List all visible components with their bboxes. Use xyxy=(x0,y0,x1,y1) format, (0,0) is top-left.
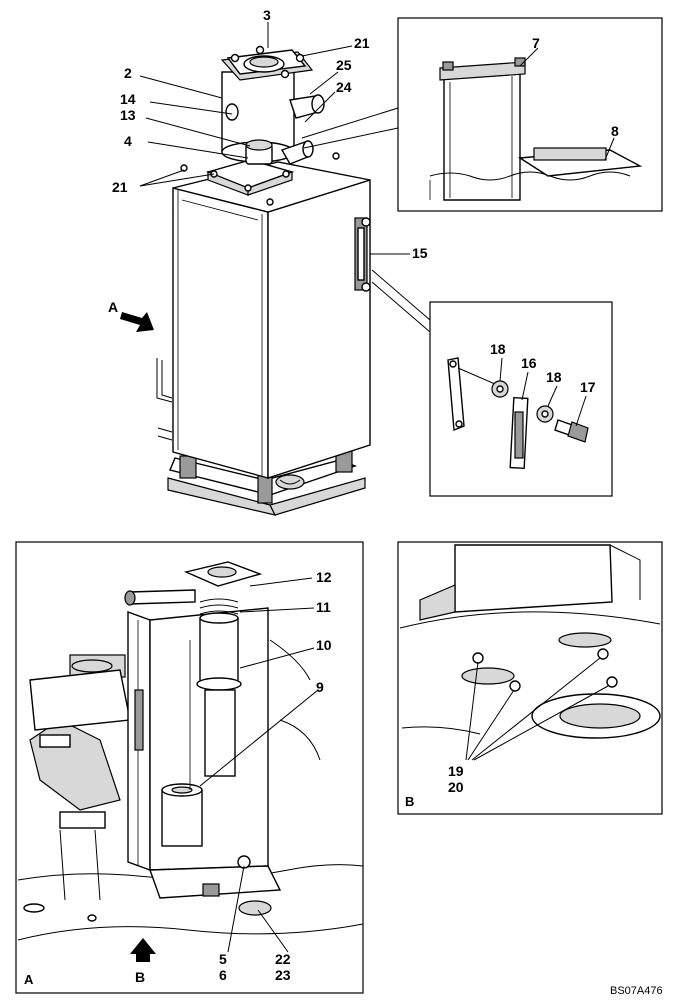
tank-body xyxy=(156,161,371,479)
callout-4: 4 xyxy=(124,133,132,149)
detail-gauge-parts xyxy=(371,269,613,497)
callout-labels: 3 21 2 25 24 14 13 4 21 7 8 15 18 16 18 … xyxy=(24,7,663,997)
view-b-label: B xyxy=(135,969,145,985)
callout-3: 3 xyxy=(263,7,271,23)
callout-21-top: 21 xyxy=(354,35,370,51)
callout-11: 11 xyxy=(316,599,331,615)
panel-b-label: B xyxy=(405,794,414,809)
callout-15: 15 xyxy=(412,245,428,261)
callout-22: 22 xyxy=(275,951,291,967)
filter-housing xyxy=(220,45,325,165)
panel-a-label: A xyxy=(24,972,34,987)
callout-21-left: 21 xyxy=(112,179,128,195)
panel-b xyxy=(397,541,663,815)
drawing-id: BS07A476 xyxy=(610,985,663,997)
level-gauge xyxy=(354,217,371,292)
callout-7: 7 xyxy=(532,35,540,51)
callout-19: 19 xyxy=(448,763,464,779)
callout-18-b: 18 xyxy=(546,369,562,385)
view-a-label: A xyxy=(108,299,118,315)
callout-18-a: 18 xyxy=(490,341,506,357)
view-b-arrow xyxy=(130,938,156,962)
callout-23: 23 xyxy=(275,967,291,983)
callout-6: 6 xyxy=(219,967,227,983)
callout-8: 8 xyxy=(611,123,619,139)
callout-16: 16 xyxy=(521,355,537,371)
callout-25: 25 xyxy=(336,57,352,73)
callout-24: 24 xyxy=(336,79,352,95)
callout-10: 10 xyxy=(316,637,332,653)
callout-9: 9 xyxy=(316,679,324,695)
tank-assembly xyxy=(156,45,371,516)
callout-2: 2 xyxy=(124,65,132,81)
callout-12: 12 xyxy=(316,569,332,585)
tank-base-frame xyxy=(167,449,366,516)
callout-17: 17 xyxy=(580,379,596,395)
tank-top-flange xyxy=(180,139,340,206)
callout-14: 14 xyxy=(120,91,136,107)
callout-5: 5 xyxy=(219,951,227,967)
callout-13: 13 xyxy=(120,107,136,123)
view-a-arrow: A xyxy=(108,299,154,332)
callout-20: 20 xyxy=(448,779,464,795)
leader-lines xyxy=(139,22,615,953)
panel-a xyxy=(15,541,364,994)
detail-filter-top xyxy=(301,17,663,212)
